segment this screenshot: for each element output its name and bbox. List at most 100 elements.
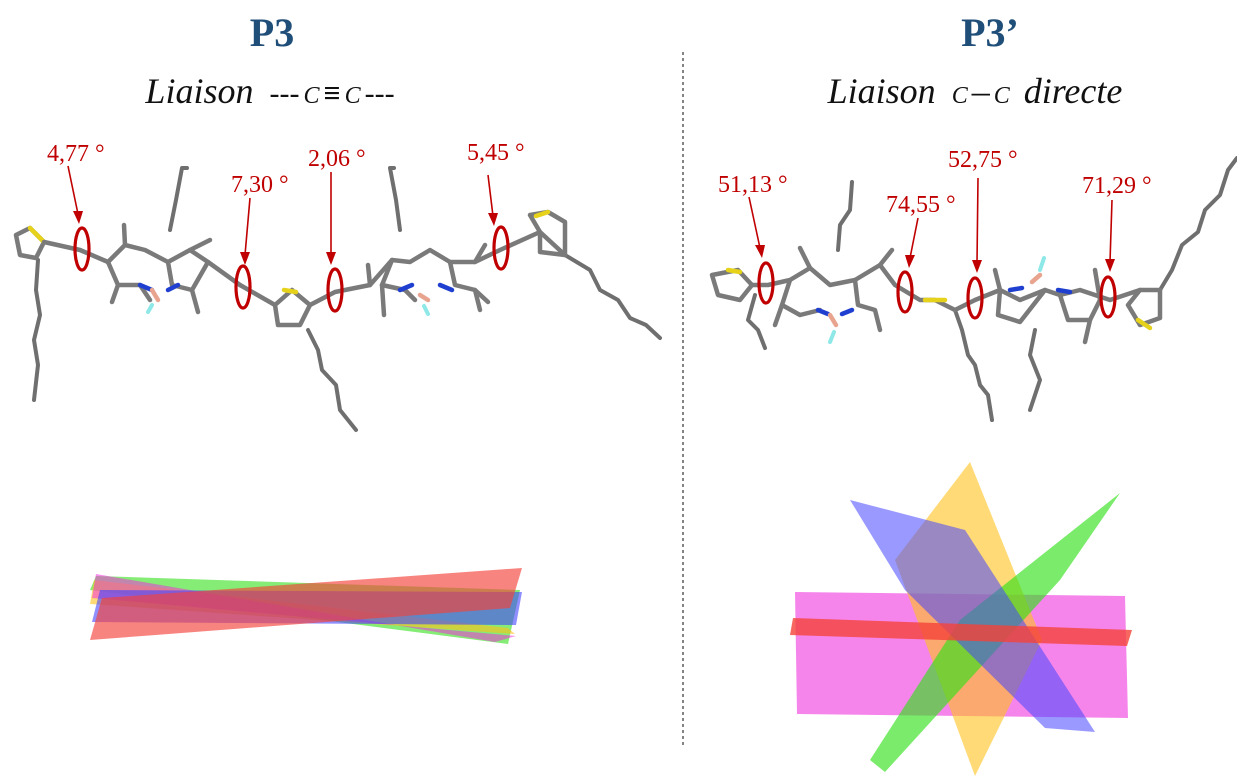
left-nitrogen-4 xyxy=(437,282,455,293)
right-subtitle-prefix: Liaison xyxy=(827,71,936,111)
right-nitrogen-4 xyxy=(1055,287,1073,295)
left-arrowhead-1 xyxy=(73,211,83,224)
right-thiophene-2 xyxy=(1125,287,1163,328)
right-backbone xyxy=(749,262,1163,313)
left-alkyl-chain-3 xyxy=(563,253,662,340)
left-pyrrole-3 xyxy=(379,257,418,303)
right-arrow-4 xyxy=(1109,199,1113,263)
left-subtitle-prefix: Liaison xyxy=(144,71,253,111)
left-sulfur-3 xyxy=(533,209,551,219)
right-methyl-1 xyxy=(797,245,813,271)
right-angle-label-1: 51,13 ° xyxy=(718,172,788,198)
left-methyl-7 xyxy=(472,242,488,265)
right-methyl-3 xyxy=(877,247,895,268)
left-subtitle: Liaison --- C ≡ C --- xyxy=(144,71,394,111)
left-torsion-ring-4 xyxy=(492,225,510,271)
right-arrow-3 xyxy=(976,177,979,264)
left-backbone-1 xyxy=(41,239,243,288)
right-boron-2 xyxy=(1029,272,1043,285)
right-planes xyxy=(790,462,1132,776)
left-pyrrole-2 xyxy=(165,259,211,293)
right-plane-blue xyxy=(850,500,1095,732)
left-arrowhead-4 xyxy=(488,213,498,226)
left-carbon-2: C xyxy=(345,83,362,109)
left-planes xyxy=(90,568,522,644)
right-subtitle: Liaison C – C directe xyxy=(827,71,1123,111)
right-alkyl-chain-2 xyxy=(953,308,994,422)
right-title: P3’ xyxy=(961,10,1019,55)
right-plane-red xyxy=(790,618,1132,646)
right-arrowhead-4 xyxy=(1105,259,1115,272)
left-sulfur-1 xyxy=(27,225,47,245)
left-methyl-3 xyxy=(187,237,213,253)
left-dashes-right: --- xyxy=(365,77,395,110)
left-angle-label-1: 4,77 ° xyxy=(47,141,105,167)
left-nitrogen-3 xyxy=(397,282,415,293)
left-methyl-1 xyxy=(121,222,128,248)
right-methyl-5 xyxy=(1082,317,1093,345)
right-sulfur-1 xyxy=(725,267,743,275)
right-arrow-1 xyxy=(748,196,761,249)
right-methyl-2 xyxy=(772,302,785,328)
left-nitrogen-2 xyxy=(165,282,181,293)
right-boron-1 xyxy=(827,312,839,328)
left-angle-label-2: 7,30 ° xyxy=(231,172,289,198)
right-carbon-1: C xyxy=(952,83,969,109)
right-torsion-ring-4 xyxy=(1099,275,1117,319)
left-alkyl-chain-2 xyxy=(306,328,358,432)
left-methyl-5 xyxy=(365,262,373,288)
left-molecule xyxy=(13,166,662,432)
left-mesityl-2 xyxy=(388,166,402,232)
right-mesityl-2 xyxy=(1028,328,1042,412)
right-alkyl-chain-3 xyxy=(746,293,767,350)
right-molecule xyxy=(709,156,1237,422)
right-nitrogen-2 xyxy=(839,307,855,317)
left-mesityl-1 xyxy=(168,166,189,232)
left-angle-label-4: 5,45 ° xyxy=(467,140,525,166)
right-methyl-4 xyxy=(992,267,1003,293)
right-torsion-ring-1 xyxy=(757,261,775,305)
left-triple-bond: ≡ xyxy=(323,77,340,110)
right-sulfur-3 xyxy=(1135,317,1153,331)
left-arrow-2 xyxy=(244,197,251,256)
right-pyrrole-2 xyxy=(852,277,883,333)
left-torsion-ring-2 xyxy=(234,264,252,310)
left-pyrrole-4 xyxy=(447,259,483,313)
left-arrowhead-3 xyxy=(326,252,336,265)
right-angle-label-3: 52,75 ° xyxy=(948,147,1018,173)
left-methyl-6 xyxy=(379,282,387,318)
left-arrow-4 xyxy=(487,174,494,217)
right-single-bond: – xyxy=(971,71,991,111)
left-torsion-ring-3 xyxy=(326,267,344,313)
right-arrow-2 xyxy=(909,217,919,259)
left-methyl-4 xyxy=(189,287,201,315)
left-carbon-1: C xyxy=(303,83,320,109)
right-angle-label-4: 71,29 ° xyxy=(1082,173,1152,199)
left-boron-1 xyxy=(149,287,161,303)
right-pyrrole-4 xyxy=(1057,292,1103,323)
left-alkyl-chain-1 xyxy=(32,258,42,402)
left-backbone-2 xyxy=(307,229,568,308)
right-angle-label-2: 74,55 ° xyxy=(886,192,956,218)
right-arrowhead-1 xyxy=(755,245,765,258)
right-arrowhead-2 xyxy=(905,255,915,268)
left-thiophene-3 xyxy=(527,209,568,258)
right-carbon-2: C xyxy=(994,83,1011,109)
left-title: P3 xyxy=(250,10,294,55)
right-pyrrole-1 xyxy=(779,277,823,318)
right-mesityl-1 xyxy=(836,180,854,252)
left-pyrrole-1 xyxy=(105,259,153,303)
right-torsion-ring-3 xyxy=(966,276,984,320)
right-fluorine-2 xyxy=(1038,256,1046,272)
right-subtitle-suffix: directe xyxy=(1024,71,1123,111)
left-arrow-1 xyxy=(67,165,79,215)
right-torsion-ring-2 xyxy=(896,270,914,314)
left-methyl-8 xyxy=(472,287,491,305)
left-thiophene-1 xyxy=(13,225,47,261)
left-plane-magenta xyxy=(92,574,516,642)
left-torsion-ring-1 xyxy=(73,226,91,272)
right-thiophene-1 xyxy=(709,267,755,303)
right-fluorine-1 xyxy=(828,330,836,344)
left-arrowhead-2 xyxy=(240,252,250,265)
